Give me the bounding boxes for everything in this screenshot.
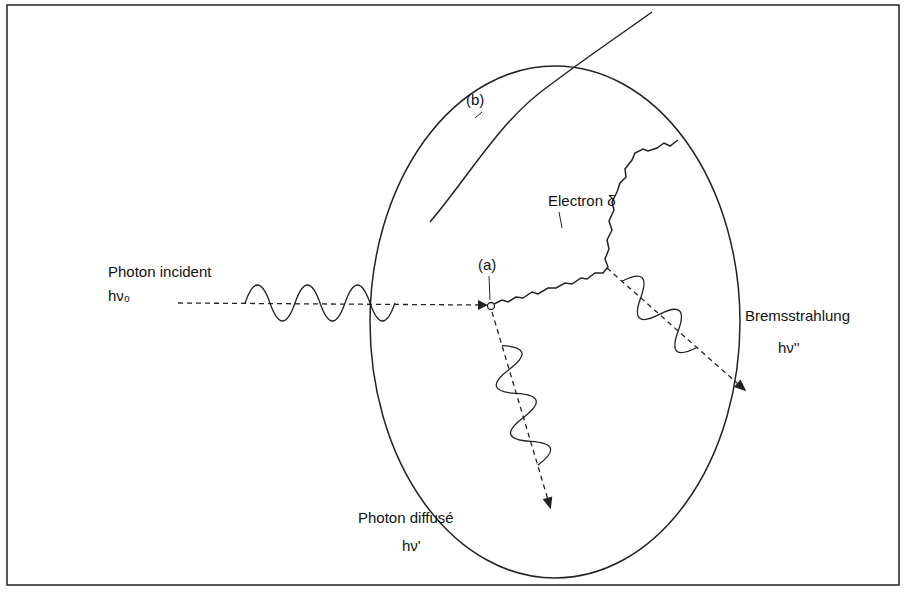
photon-label: Bremsstrahlung bbox=[745, 308, 850, 325]
interaction-point bbox=[488, 303, 495, 310]
volume-ellipse bbox=[370, 66, 740, 578]
leader-line bbox=[489, 276, 490, 300]
frame bbox=[7, 5, 899, 585]
energy-label: hν'' bbox=[778, 340, 800, 357]
photon-path bbox=[178, 303, 482, 305]
electron-track bbox=[494, 140, 678, 304]
leader-line bbox=[559, 212, 562, 228]
leader-line bbox=[475, 112, 482, 118]
photon-path bbox=[492, 312, 549, 504]
photon-label: Photon incident bbox=[108, 264, 211, 281]
energy-label: hν' bbox=[402, 538, 421, 555]
photon-label: Photon diffusé bbox=[358, 510, 454, 527]
photon-path bbox=[607, 268, 742, 387]
particle-label: Electron δ bbox=[548, 193, 616, 210]
photon-wave bbox=[486, 341, 554, 471]
arrowhead bbox=[734, 380, 750, 395]
callout-letter: (a) bbox=[478, 257, 496, 274]
arrowhead bbox=[543, 496, 556, 510]
photon-wave bbox=[245, 285, 395, 321]
callout-letter: (b) bbox=[466, 92, 484, 109]
photon-wave bbox=[611, 269, 707, 359]
energy-label: hν₀ bbox=[108, 288, 130, 305]
charged-particle-track bbox=[430, 12, 652, 222]
arrowhead bbox=[478, 300, 488, 310]
